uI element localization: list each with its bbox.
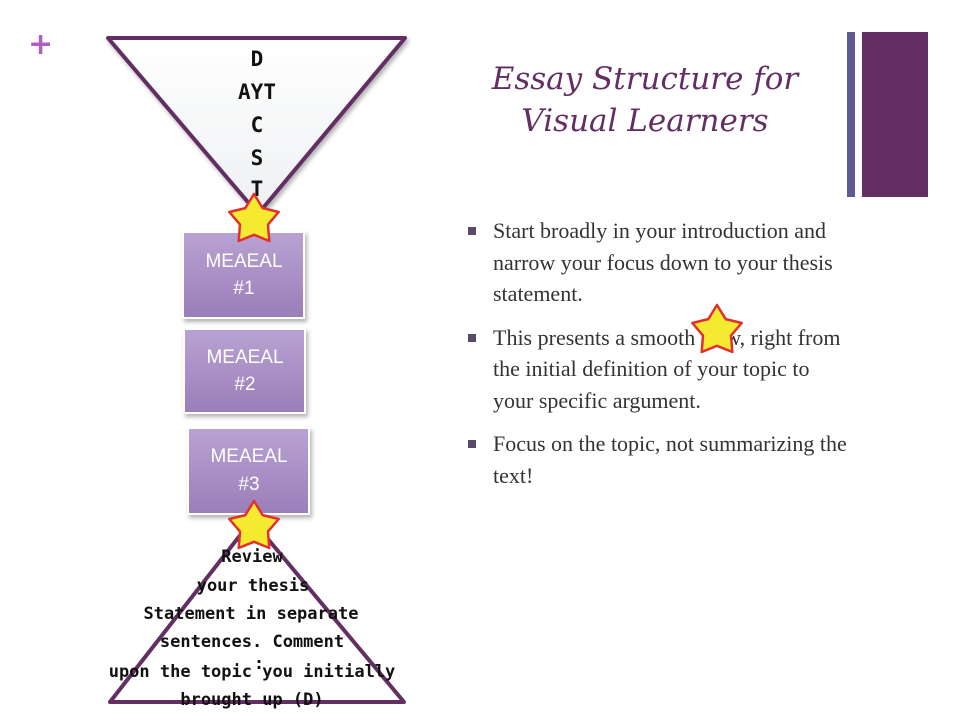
bullet-text: Start broadly in your introduction and n… [493,218,833,306]
return-star-icon [228,499,280,550]
triangle-letter: C [251,113,264,137]
bullet-list: Start broadly in your introduction and n… [468,215,848,503]
box-label-top: MEAEAL [206,347,283,368]
decorative-bar-thin [847,32,855,197]
slide-title-line-2: Visual Learners [521,103,769,139]
bullet-item: This presents a smooth flow, right from … [468,322,848,417]
conclusion-text-line: Statement in separate [144,604,359,624]
bullet-star-icon [691,303,743,354]
body-paragraph-box: MEAEAL #1 [182,231,305,319]
slide-title-line-1: Essay Structure for [491,61,799,97]
bullet-square-icon [468,227,476,235]
conclusion-text-line: upon the topic you initially [109,662,396,682]
triangle-letter: S [251,146,264,170]
introduction-triangle [106,36,407,216]
bullet-text: Focus on the topic, not summarizing the … [493,431,847,488]
conclusion-text-line: Review [221,547,283,567]
conclusion-text-line: your thesis [197,576,310,596]
triangle-letter: AYT [238,80,276,104]
bullet-item: Start broadly in your introduction and n… [468,215,848,310]
box-label-top: MEAEAL [210,446,287,467]
bullet-square-icon [468,440,476,448]
box-label-bottom: #1 [233,278,254,299]
bullet-item: Focus on the topic, not summarizing the … [468,428,848,491]
slide-title: Essay Structure for Visual Learners [450,58,840,142]
decorative-bar-thick [862,32,928,197]
thesis-star-icon [228,192,280,243]
triangle-letter: D [251,47,264,71]
plus-mark: + [28,27,54,62]
conclusion-triangle [108,518,406,704]
body-paragraph-box: MEAEAL #3 [187,427,310,515]
box-label-top: MEAEAL [205,251,282,272]
conclusion-text-line: brought up (D) [180,690,323,710]
box-label-bottom: #3 [238,474,259,495]
conclusion-text-line: sentences. Comment [160,632,344,652]
box-label-bottom: #2 [234,374,255,395]
body-paragraph-box: MEAEAL #2 [183,328,306,414]
bullet-square-icon [468,333,476,342]
stray-mark: : [254,654,264,674]
bullet-text: This presents a smooth flow, right from … [493,324,841,413]
